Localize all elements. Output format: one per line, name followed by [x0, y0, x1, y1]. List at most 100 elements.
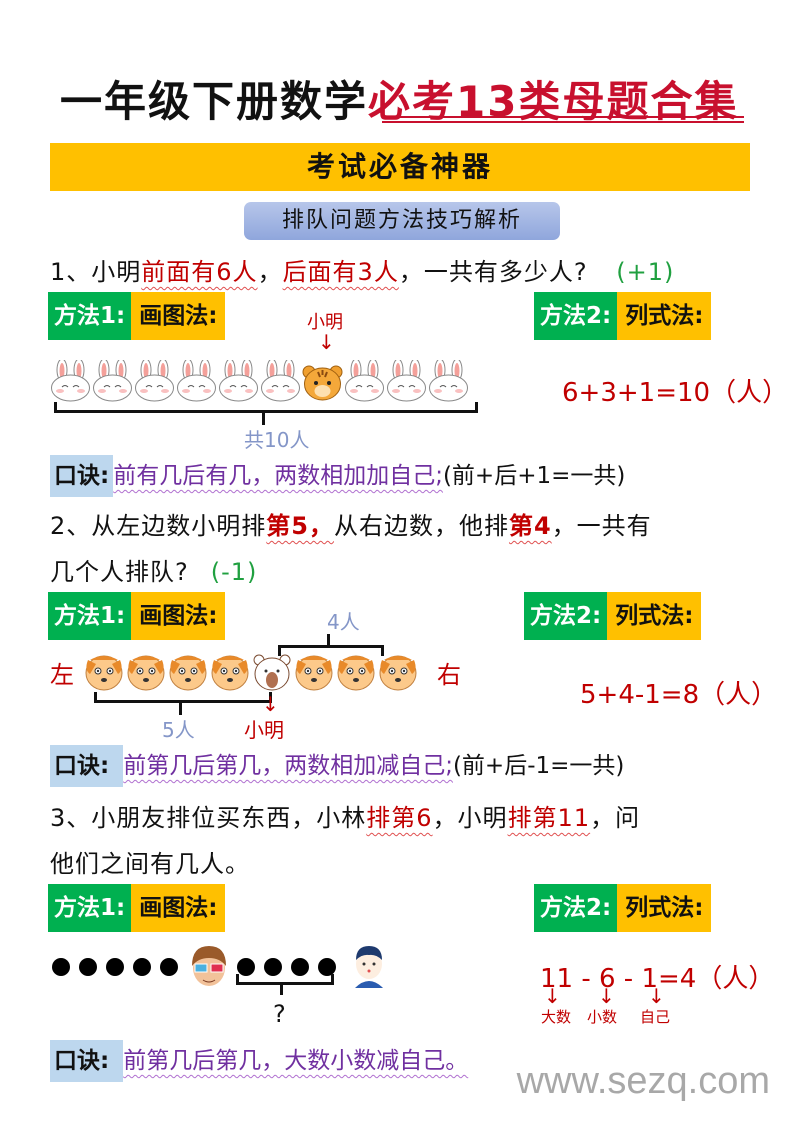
q3-text-c: ，问: [590, 804, 641, 832]
subbanner: 排队问题方法技巧解析: [244, 202, 560, 240]
q2-text-a: 2、从左边数小明排: [50, 512, 267, 540]
q3-text-a: 3、小朋友排位买东西，小林: [50, 804, 367, 832]
q2-line2: 几个人排队?: [50, 558, 189, 586]
koujue-text: 前第几后第几，两数相加减自己;: [123, 753, 453, 779]
question-3-line1: 3、小朋友排位买东西，小林排第6，小明排第11，问: [50, 798, 640, 833]
koujue-tail: (前+后-1=一共): [452, 753, 625, 779]
question-2-line2: 几个人排队? (-1): [50, 552, 257, 587]
q1-method2: 方法2:列式法:: [534, 292, 712, 340]
q1-method1: 方法1:画图法:: [48, 292, 226, 340]
banner: 考试必备神器: [50, 143, 750, 191]
q3-label-small: 小数: [587, 1008, 618, 1026]
q1-queue: [50, 360, 480, 402]
method2-name: 列式法:: [607, 592, 702, 640]
down-arrow-icon: ↓: [598, 984, 615, 1008]
q3-bracket-stem: [280, 985, 283, 995]
person-dot-icon: [79, 958, 97, 976]
q1-red2: 后面有3人: [282, 258, 399, 286]
down-arrow-icon: ↓: [318, 330, 335, 354]
q2-text-b: 从右边数，他排: [333, 512, 509, 540]
q1-red1: 前面有6人: [141, 258, 258, 286]
q1-bracket-stem: [262, 413, 265, 425]
q3-text-b: ，小明: [432, 804, 508, 832]
question-3-line2: 他们之间有几人。: [50, 850, 250, 878]
title-underline: [382, 116, 744, 125]
koujue-label: 口诀:: [50, 745, 124, 787]
boy-icon: [355, 946, 383, 988]
method2-tag: 方法2:: [534, 292, 618, 340]
person-dot-icon: [264, 958, 282, 976]
q2-queue: [84, 650, 424, 696]
person-dot-icon: [318, 958, 336, 976]
q3-formula: 11 - 6 - 1=4（人）: [540, 964, 775, 994]
q2-method1: 方法1:画图法:: [48, 592, 226, 640]
q1-bracket: [54, 402, 478, 413]
q1-marker: 小明: [307, 312, 343, 333]
q2-red2: 第4: [508, 512, 552, 540]
dog-row-icon: [85, 654, 417, 691]
person-dot-icon: [160, 958, 178, 976]
q2-hint: (-1): [210, 558, 258, 586]
person-dot-icon: [237, 958, 255, 976]
person-dot-icon: [52, 958, 70, 976]
q1-sep: ，: [257, 258, 283, 286]
q2-right-bracket: [278, 645, 384, 656]
q2-red1: 第5，: [266, 512, 334, 540]
koujue-label: 口诀:: [50, 1040, 124, 1082]
method1-name: 画图法:: [131, 592, 226, 640]
q2-right-stem: [327, 634, 330, 646]
q1-rest: ，一共有多少人?: [398, 258, 588, 286]
watermark: www.sezq.com: [516, 1060, 770, 1102]
title-black: 一年级下册数学: [60, 77, 369, 126]
person-dot-icon: [291, 958, 309, 976]
q3-bracket: [236, 974, 334, 985]
q3-label-self: 自己: [640, 1008, 671, 1026]
q3-red2: 排第11: [507, 804, 591, 832]
q1-formula: 6+3+1=10（人）: [562, 378, 789, 408]
koujue-text: 前第几后第几，大数小数减自己。: [123, 1048, 469, 1074]
q1-koujue: 口诀:前有几后有几，两数相加加自己;(前+后+1=一共): [50, 455, 625, 497]
q3-label-big: 大数: [541, 1008, 572, 1026]
method1-tag: 方法1:: [48, 592, 132, 640]
q3-red1: 排第6: [366, 804, 433, 832]
q3-question-mark: ?: [273, 1000, 286, 1028]
koujue-tail: (前+后+1=一共): [442, 463, 626, 489]
q2-formula: 5+4-1=8（人）: [580, 680, 778, 710]
q2-left-label: 左: [50, 661, 74, 689]
method1-name: 画图法:: [131, 884, 226, 932]
q2-left-stem: [179, 703, 182, 715]
q1-total-label: 共10人: [244, 428, 310, 452]
method2-name: 列式法:: [617, 292, 712, 340]
q2-right-label-text: 右: [437, 661, 461, 689]
person-dot-icon: [106, 958, 124, 976]
question-2-line1: 2、从左边数小明排第5，从右边数，他排第4，一共有: [50, 506, 652, 541]
down-arrow-icon: ↓: [544, 984, 561, 1008]
page-title: 一年级下册数学必考13类母题合集: [60, 68, 738, 129]
q3-koujue: 口诀:前第几后第几，大数小数减自己。: [50, 1040, 468, 1082]
method2-tag: 方法2:: [534, 884, 618, 932]
method2-tag: 方法2:: [524, 592, 608, 640]
q2-method2: 方法2:列式法:: [524, 592, 702, 640]
up-arrow-icon: ↓: [262, 692, 279, 716]
method1-tag: 方法1:: [48, 292, 132, 340]
koujue-text: 前有几后有几，两数相加加自己;: [113, 463, 443, 489]
q2-left-count: 5人: [162, 718, 195, 742]
q3-queue: [52, 944, 389, 990]
q2-right-label: 4人: [327, 610, 360, 634]
q2-left-bracket: [94, 692, 272, 703]
q2-marker: 小明: [244, 718, 284, 742]
boy-glasses-icon: [192, 946, 226, 986]
method1-name: 画图法:: [131, 292, 226, 340]
q2-text-c: ，一共有: [551, 512, 652, 540]
q3-method2: 方法2:列式法:: [534, 884, 712, 932]
person-dot-icon: [133, 958, 151, 976]
koujue-label: 口诀:: [50, 455, 114, 497]
q3-method1: 方法1:画图法:: [48, 884, 226, 932]
method2-name: 列式法:: [617, 884, 712, 932]
down-arrow-icon: ↓: [648, 984, 665, 1008]
q1-text: 1、小明: [50, 258, 142, 286]
method1-tag: 方法1:: [48, 884, 132, 932]
q2-koujue: 口诀:前第几后第几，两数相加减自己;(前+后-1=一共): [50, 745, 624, 787]
rabbit-row-icon: [51, 360, 468, 402]
question-1: 1、小明前面有6人，后面有3人，一共有多少人? (+1): [50, 252, 674, 287]
